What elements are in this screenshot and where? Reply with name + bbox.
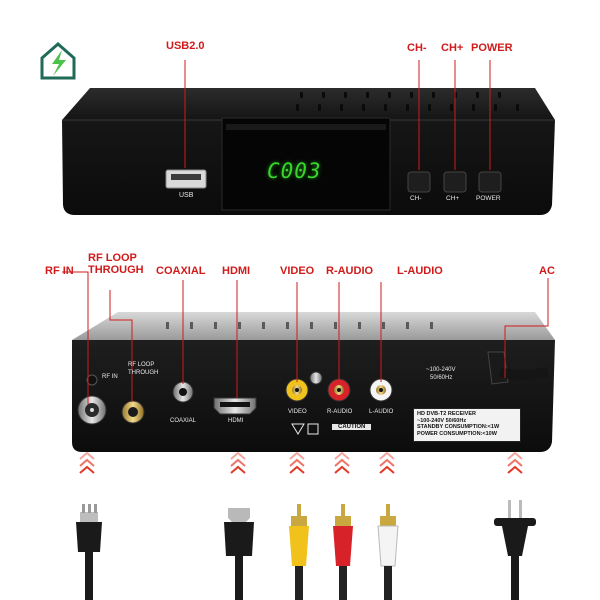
top-vents xyxy=(296,92,519,111)
rca-cable-icon xyxy=(289,504,399,600)
coaxial-port xyxy=(172,381,194,403)
ch-plus-callout-label: CH+ xyxy=(441,42,464,54)
rear-video-label: VIDEO xyxy=(288,409,307,415)
ch-minus-button-label: CH- xyxy=(410,195,422,202)
ch-plus-button[interactable] xyxy=(443,171,467,193)
rear-voltage-label-1: ~100-240V xyxy=(426,367,456,373)
rear-rf-in-label: RF IN xyxy=(102,374,118,380)
usb-port-label: USB xyxy=(179,192,194,199)
usb-callout-label: USB2.0 xyxy=(166,40,205,52)
rear-coaxial-label: COAXIAL xyxy=(170,418,197,424)
rf-in-callout-label: RF IN xyxy=(45,265,74,277)
ac-cord xyxy=(487,351,550,385)
power-button-label: POWER xyxy=(476,195,501,202)
rating-plate: HD DVB-T2 RECEIVER ~100-240V 50/60Hz STA… xyxy=(413,408,521,442)
house-bolt-logo-icon xyxy=(40,42,76,80)
rear-voltage-label-2: 50/60Hz xyxy=(430,375,453,381)
video-callout-label: VIDEO xyxy=(280,265,315,277)
hdmi-port xyxy=(213,397,257,415)
ch-minus-callout-label: CH- xyxy=(407,42,427,54)
power-button[interactable] xyxy=(478,171,502,193)
hdmi-callout-label: HDMI xyxy=(222,265,251,277)
rear-l-audio-label: L-AUDIO xyxy=(369,409,394,415)
ce-marks xyxy=(291,423,319,435)
ground-screw xyxy=(309,371,323,385)
rf-loop-port xyxy=(121,400,145,424)
rear-hdmi-label: HDMI xyxy=(228,418,244,424)
video-port xyxy=(285,378,309,402)
din-cable-icon xyxy=(76,504,102,600)
chevron-arrows xyxy=(80,453,522,473)
rating-plate-line-1: HD DVB-T2 RECEIVER xyxy=(417,411,476,417)
ac-callout-label: AC xyxy=(539,265,555,277)
rating-plate-line-3: STANDBY CONSUMPTION:<1W xyxy=(417,424,500,430)
lcd-channel-display: C003 xyxy=(267,159,322,183)
rear-rf-loop-label-2: THROUGH xyxy=(128,370,159,376)
ch-minus-button[interactable] xyxy=(407,171,431,193)
front-callout-lines xyxy=(184,60,491,170)
ch-plus-button-label: CH+ xyxy=(446,195,460,202)
power-callout-label: POWER xyxy=(471,42,513,54)
rf-loop-callout-label: RF LOOP THROUGH xyxy=(88,252,144,276)
l-audio-port xyxy=(369,378,393,402)
usb-port-icon xyxy=(165,169,207,189)
coaxial-callout-label: COAXIAL xyxy=(156,265,206,277)
rear-r-audio-label: R-AUDIO xyxy=(327,409,353,415)
power-plug-icon xyxy=(494,500,536,600)
caution-label: CAUTION xyxy=(332,424,372,430)
rear-rf-loop-label-1: RF LOOP xyxy=(128,362,155,368)
l-audio-callout-label: L-AUDIO xyxy=(397,265,443,277)
hdmi-cable-icon xyxy=(224,508,254,600)
r-audio-callout-label: R-AUDIO xyxy=(326,265,374,277)
display-window xyxy=(221,117,391,211)
r-audio-port xyxy=(327,378,351,402)
rating-plate-line-4: POWER CONSUMPTION:<10W xyxy=(417,430,497,437)
rear-callout-lines xyxy=(62,271,549,404)
rf-in-port xyxy=(77,374,107,425)
rating-plate-line-2: ~100-240V 50/60Hz xyxy=(417,417,467,424)
